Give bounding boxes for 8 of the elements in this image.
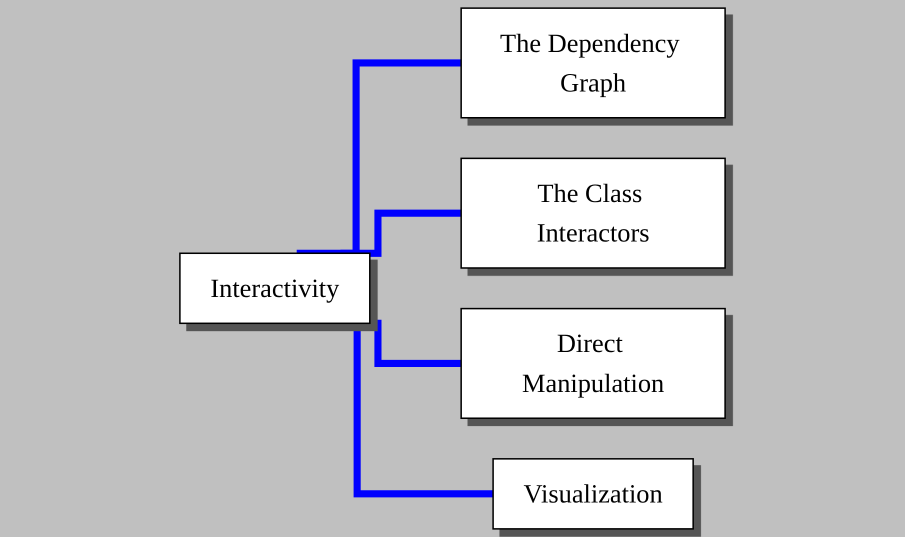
node-box: Interactivity: [179, 252, 371, 324]
connector: [340, 210, 462, 257]
node-box: Visualization: [492, 458, 694, 530]
node-box: Direct Manipulation: [460, 308, 726, 419]
node-box: The Class Interactors: [460, 158, 726, 269]
connector: [296, 59, 462, 257]
node-box: The Dependency Graph: [460, 7, 726, 119]
connector: [298, 320, 494, 498]
